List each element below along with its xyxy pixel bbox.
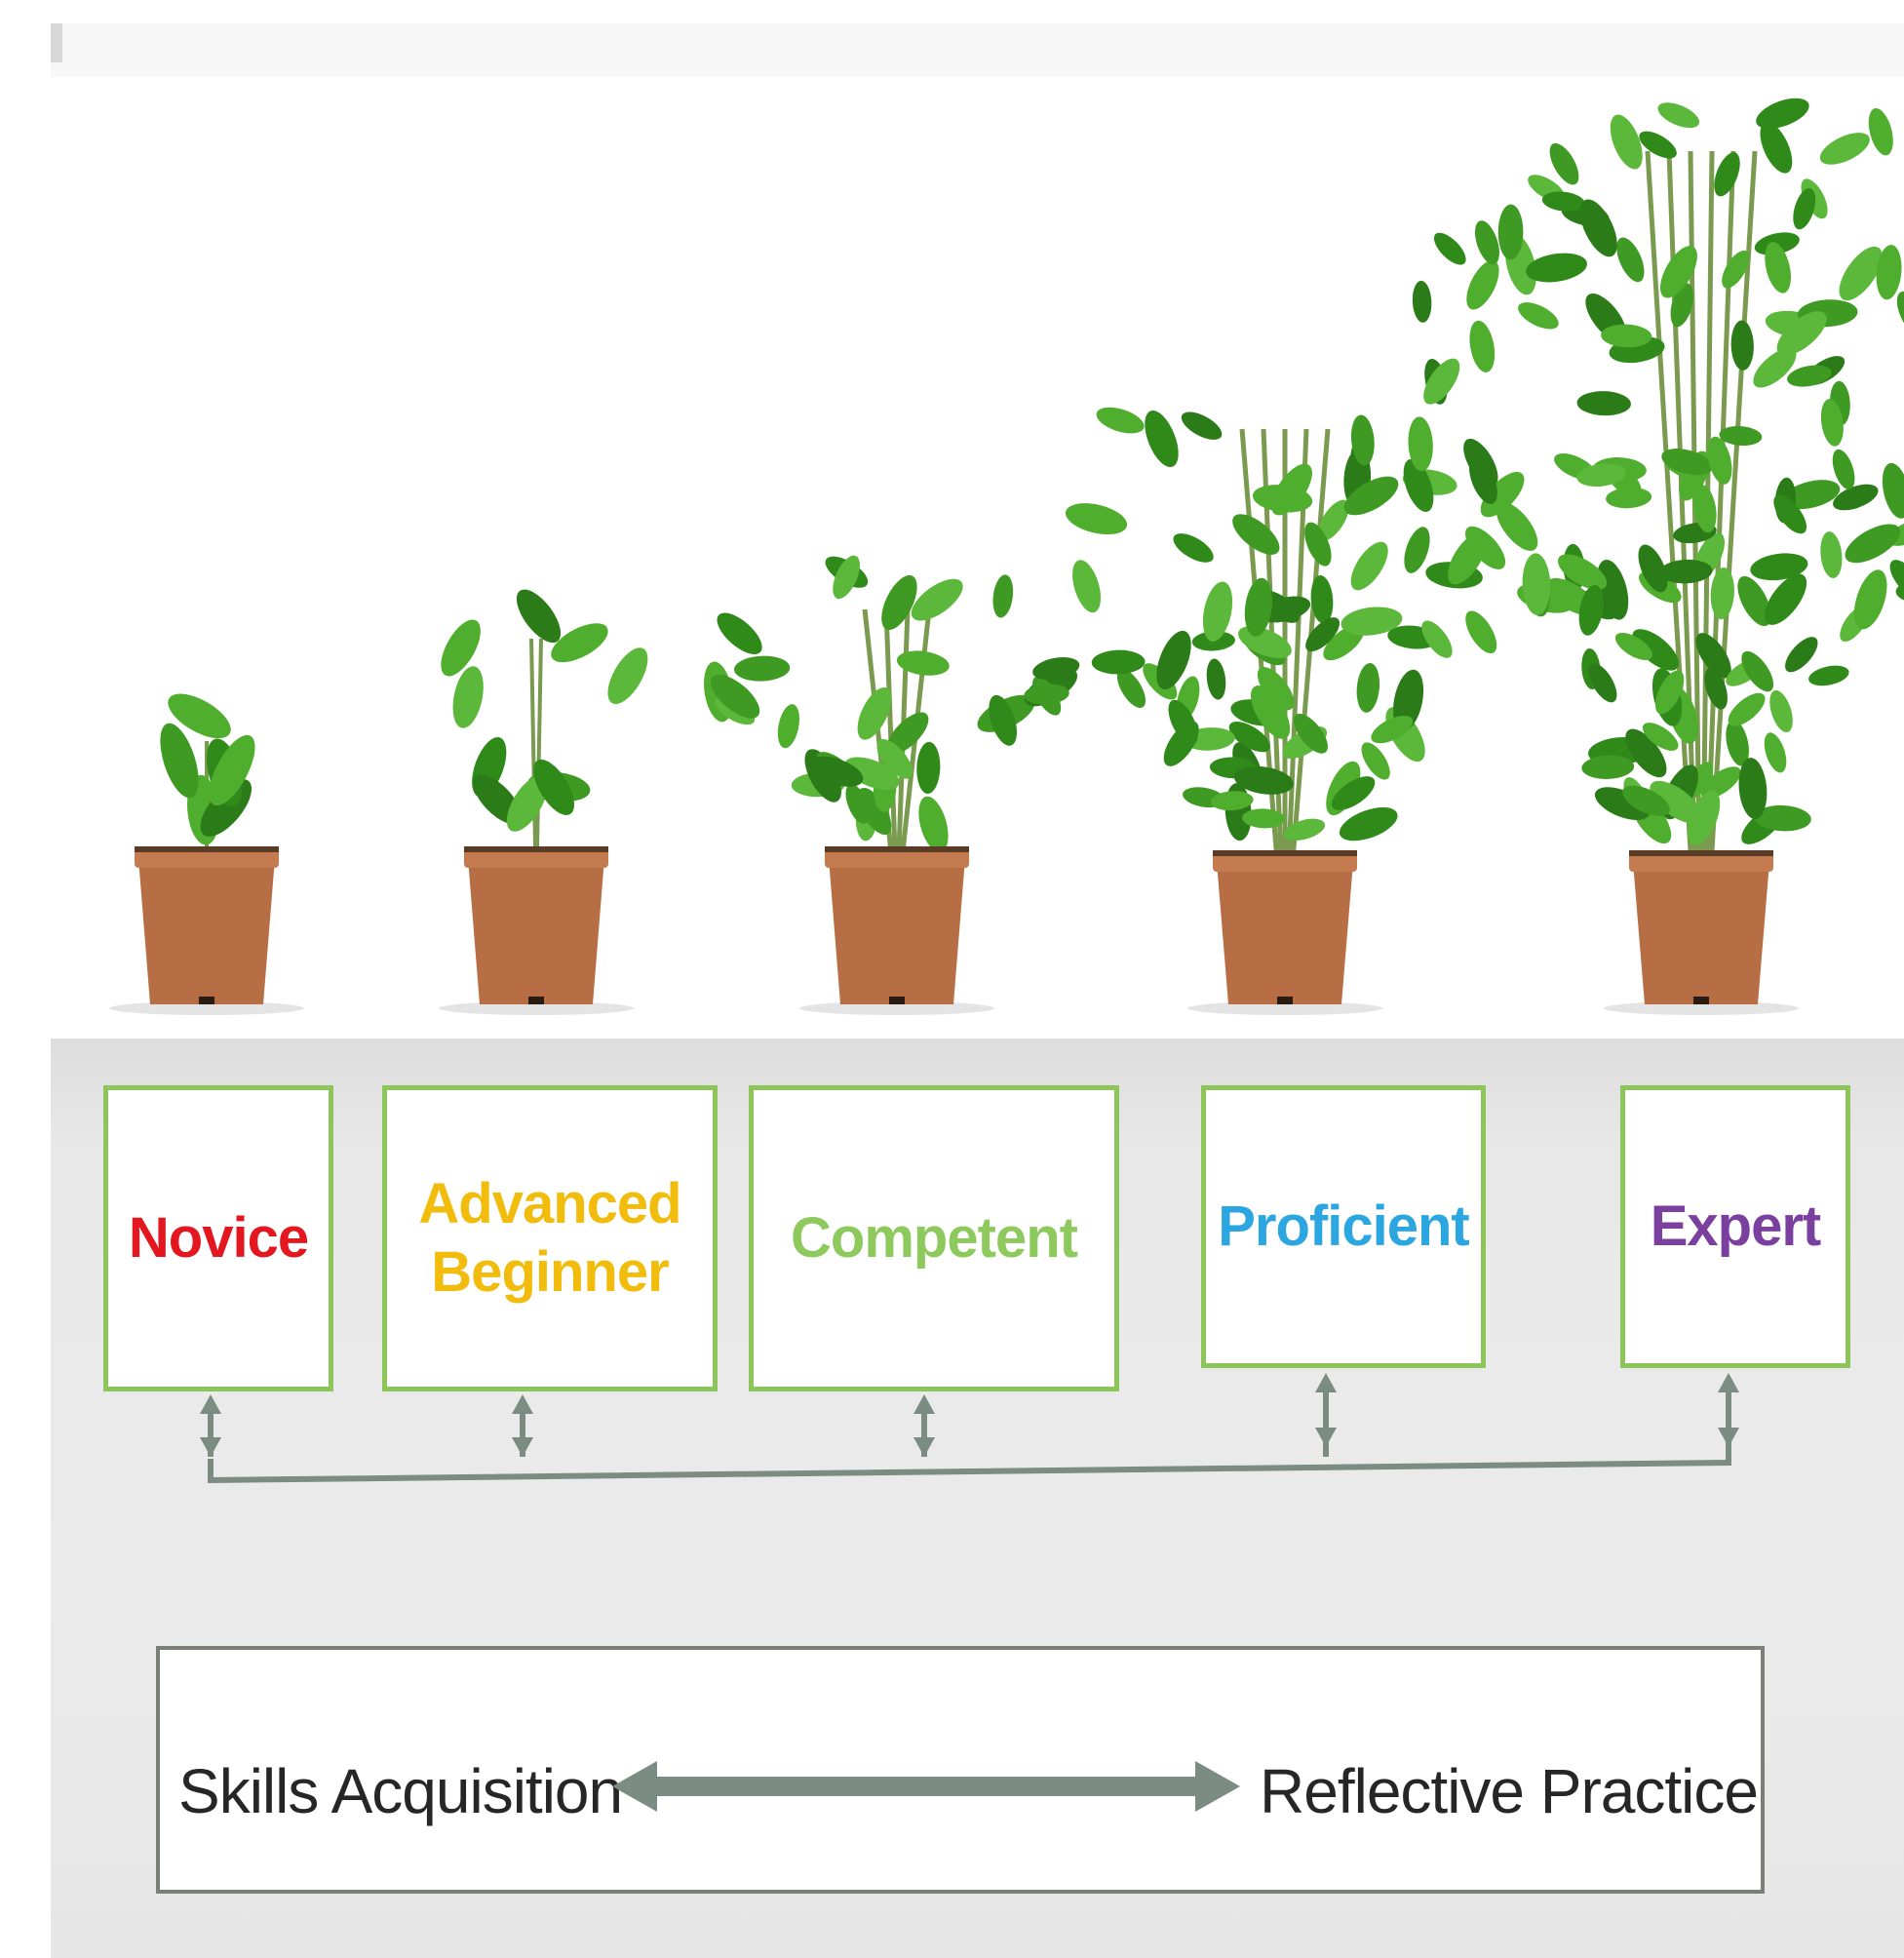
top-strip [51,23,1904,77]
double-arrow-icon [612,1761,1240,1812]
stage-label-novice: Novice [128,1206,309,1271]
tall-tree-icon [1412,98,1904,1015]
stage-connectors [200,1373,1739,1484]
seedling-icon [109,693,304,1015]
young-plant-icon [439,589,648,1015]
stage-label-proficient: Proficient [1218,1194,1469,1259]
connector-bar [208,1443,1731,1484]
stage-label-advanced-beginner: Advanced Beginner [418,1172,681,1304]
stage-label-expert: Expert [1650,1194,1822,1259]
top-strip-mark [51,23,62,62]
connector-arrow-0 [200,1394,221,1457]
connector-arrow-1 [512,1394,533,1457]
stage-box-novice: Novice [103,1085,333,1391]
stage-label-competent: Competent [791,1206,1078,1271]
stage-box-expert: Expert [1620,1085,1850,1368]
continuum-box [156,1646,1765,1894]
connector-arrow-3 [1315,1373,1337,1457]
connector-arrow-2 [913,1394,935,1457]
reflective-practice-label: Reflective Practice [1260,1756,1759,1826]
stage-box-advanced-beginner: Advanced Beginner [382,1085,718,1391]
medium-tree-icon [1065,407,1538,1015]
plant-growth-illustration [109,98,1904,1015]
stage-box-competent: Competent [749,1085,1119,1391]
skills-acquisition-label: Skills Acquisition [178,1756,623,1826]
small-bush-icon [703,555,1080,1015]
stage-box-proficient: Proficient [1201,1085,1486,1368]
